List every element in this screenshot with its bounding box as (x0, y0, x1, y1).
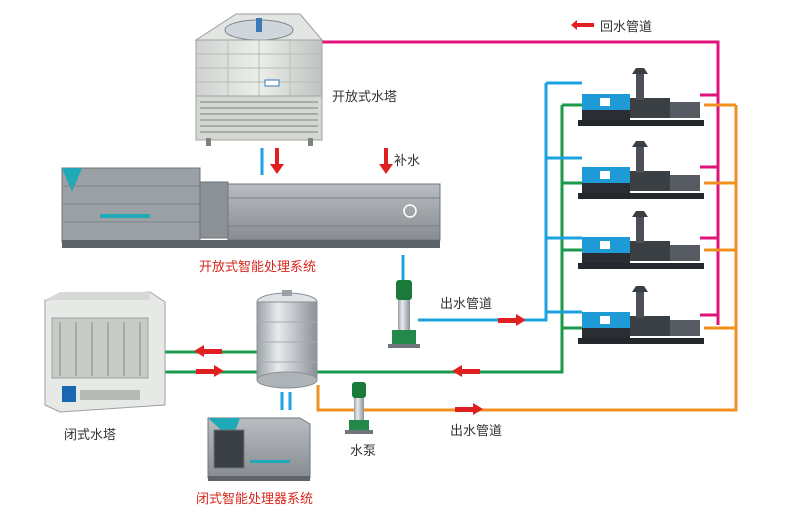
open-tower-label: 开放式水塔 (332, 90, 398, 105)
flow-arrow-right-icon (498, 314, 526, 326)
legend-arrow-icon (571, 20, 594, 30)
makeup-water-label: 补水 (394, 154, 421, 169)
injection-machine-3 (578, 211, 704, 269)
down-arrow-icon (270, 148, 284, 174)
closed-intelligent-unit (207, 417, 311, 481)
flow-arrow-right-icon-2 (196, 365, 224, 377)
flow-arrow-left-icon-2 (452, 365, 480, 377)
makeup-arrow-icon (379, 148, 393, 174)
injection-machine-1 (578, 68, 704, 126)
return-pipe (322, 40, 720, 325)
legend-return-label: 回水管道 (600, 20, 653, 35)
injection-machine-4 (578, 286, 704, 344)
orange-supply-pipe (316, 103, 738, 412)
injection-machine-2 (578, 141, 704, 199)
flow-arrow-right-icon-3 (455, 403, 483, 415)
outlet-pipe-lower-label: 出水管道 (450, 424, 503, 439)
open-intelligent-system-unit (61, 167, 441, 248)
closed-tower-label: 闭式水塔 (64, 428, 117, 443)
closed-cooling-tower (44, 291, 166, 413)
flow-arrow-left-icon (194, 345, 222, 357)
stainless-water-tank (256, 290, 318, 389)
outlet-pipe-upper-label: 出水管道 (440, 297, 493, 312)
blue-supply-pipe (260, 81, 582, 410)
open-system-label: 开放式智能处理系统 (199, 260, 317, 275)
pump-label: 水泵 (350, 444, 377, 459)
vertical-pump-upper (388, 280, 420, 348)
vertical-pump-lower (345, 382, 373, 434)
open-cooling-tower (194, 13, 324, 146)
closed-system-label: 闭式智能处理器系统 (196, 492, 314, 507)
